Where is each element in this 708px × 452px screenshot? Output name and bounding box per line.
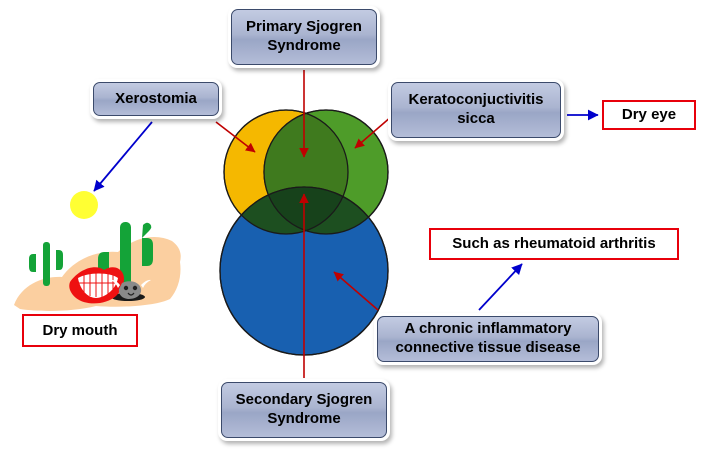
animal-skull-icon xyxy=(111,279,151,299)
box-dry-mouth-label: Dry mouth xyxy=(42,321,118,339)
sun-icon xyxy=(70,191,98,219)
box-xerostomia-inner: Xerostomia xyxy=(93,82,219,116)
arrow-chronic-to-blue-circle xyxy=(333,271,379,311)
venn-overlap-triple xyxy=(264,187,348,234)
arrow-kcs-to-green-circle xyxy=(354,115,393,149)
box-such-as-rheumatoid-arthritis-label: Such as rheumatoid arthritis xyxy=(452,235,656,252)
box-dry-eye-label: Dry eye xyxy=(621,106,677,123)
box-xerostomia[interactable]: Xerostomia xyxy=(90,79,222,119)
box-dry-eye[interactable]: Dry eye xyxy=(602,100,696,130)
arrow-chronic-to-such-as xyxy=(478,263,523,311)
cactus-small-icon xyxy=(29,242,63,286)
box-xerostomia-label: Xerostomia xyxy=(115,89,197,107)
box-dry-mouth[interactable]: Dry mouth xyxy=(22,314,138,347)
arrow-xerostomia-to-desert xyxy=(93,121,153,192)
venn-outline-xerostomia xyxy=(223,109,349,235)
venn-outline-keratoconjunctivitis xyxy=(263,109,389,235)
arrow-xerostomia-to-yellow-circle xyxy=(215,121,256,153)
box-such-as-rheumatoid-arthritis[interactable]: Such as rheumatoid arthritis xyxy=(429,228,679,260)
open-mouth-icon xyxy=(69,267,124,304)
